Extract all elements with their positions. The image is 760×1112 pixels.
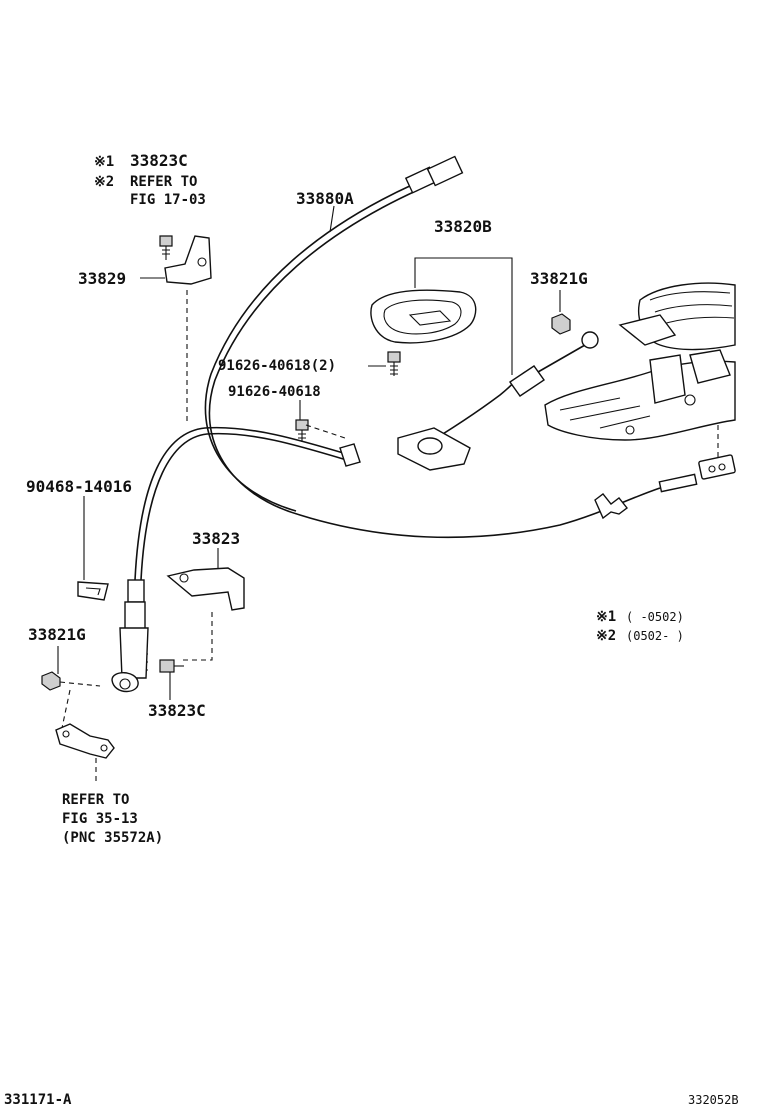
shift-lever-assembly bbox=[544, 282, 736, 441]
note2-fig: FIG 17-03 bbox=[130, 192, 206, 208]
mark-2: ※2 bbox=[94, 174, 114, 190]
footer-left-code: 331171-A bbox=[4, 1092, 72, 1108]
label-33821g-top: 33821G bbox=[530, 269, 588, 288]
label-91626: 91626-40618 bbox=[228, 384, 321, 400]
legend1-range: ( -0502) bbox=[626, 610, 684, 624]
note2-refer: REFER TO bbox=[130, 174, 197, 190]
cable-lower bbox=[111, 426, 361, 693]
bolt-91626-40618 bbox=[295, 419, 309, 442]
clip-90468-14016 bbox=[77, 581, 109, 601]
mark-1: ※1 bbox=[94, 154, 114, 170]
linkage-lever bbox=[55, 723, 115, 759]
legend2-range: (0502- ) bbox=[626, 629, 684, 643]
label-33829: 33829 bbox=[78, 269, 126, 288]
label-91626-2: 91626-40618(2) bbox=[218, 358, 336, 374]
leader-to-refer bbox=[61, 689, 71, 729]
nut-33821g-top bbox=[551, 313, 571, 335]
nut-33821g-left bbox=[41, 671, 61, 691]
leader-91626-clamp bbox=[305, 424, 346, 439]
legend1-mark: ※1 bbox=[596, 609, 616, 625]
selector-plate-33820b bbox=[370, 289, 477, 344]
bracket-33829 bbox=[159, 235, 212, 285]
selector-cable-and-bracket bbox=[397, 331, 599, 471]
leader-33823-down bbox=[180, 612, 213, 661]
label-33823: 33823 bbox=[192, 529, 240, 548]
bolt-91626-40618-2 bbox=[387, 351, 401, 376]
label-33820b: 33820B bbox=[434, 217, 492, 236]
bracket-33820b bbox=[414, 257, 513, 375]
label-33823c: 33823C bbox=[148, 701, 206, 720]
cable-33880a bbox=[204, 155, 736, 539]
refer-pnc: (PNC 35572A) bbox=[62, 830, 163, 846]
refer-fig: FIG 35-13 bbox=[62, 811, 138, 827]
leader-33880a bbox=[329, 205, 335, 233]
bolt-33823c-lower bbox=[159, 659, 184, 673]
label-90468: 90468-14016 bbox=[26, 477, 132, 496]
label-33880a: 33880A bbox=[296, 189, 354, 208]
legend2-mark: ※2 bbox=[596, 628, 616, 644]
bracket-33823 bbox=[166, 567, 245, 611]
footer-right-code: 332052B bbox=[688, 1093, 739, 1107]
label-33821g-left: 33821G bbox=[28, 625, 86, 644]
refer-to: REFER TO bbox=[62, 792, 129, 808]
note1-code: 33823C bbox=[130, 151, 188, 170]
leader-nut-to-cable bbox=[59, 681, 101, 687]
